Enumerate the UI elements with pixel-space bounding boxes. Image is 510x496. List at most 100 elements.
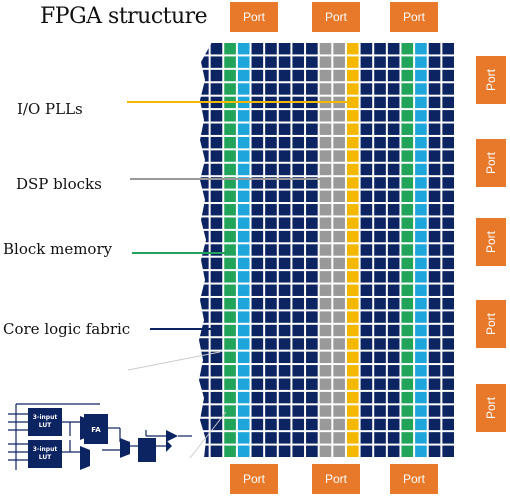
fabric-cell-io-band [237, 110, 250, 122]
label-block-memory: Block memory [3, 240, 113, 258]
fabric-cell-fabric [428, 110, 441, 122]
fabric-cell-block-memory [224, 150, 236, 162]
fabric-cell-fabric [360, 445, 373, 457]
fabric-cell-fabric [387, 136, 400, 149]
fabric-cell-fabric [199, 163, 209, 176]
fabric-cell-block-memory [401, 177, 414, 189]
fabric-cell-fabric [265, 163, 277, 176]
fabric-cell-fabric [278, 445, 291, 457]
fabric-cell-dsp [333, 432, 345, 444]
fabric-cell-fabric [374, 405, 386, 417]
fabric-cell-fabric [428, 244, 441, 256]
fabric-cell-fabric [306, 351, 318, 364]
fabric-cell-fabric [265, 311, 277, 323]
fabric-cell-fabric [360, 418, 373, 431]
fabric-cell-block-memory [401, 432, 414, 444]
fabric-cell-block-memory [224, 244, 236, 256]
fabric-cell-io-band [415, 96, 427, 109]
fabric-cell-io-band [415, 56, 427, 68]
fabric-cell-io-band [415, 257, 427, 270]
fabric-cell-block-memory [224, 378, 236, 390]
fabric-cell-fabric [428, 69, 441, 82]
fabric-cell-block-memory [224, 405, 236, 417]
fabric-cell-fabric [360, 365, 373, 377]
fabric-cell-fabric [251, 324, 264, 337]
fabric-cell-fabric [251, 391, 264, 404]
fabric-cell-fabric [442, 177, 454, 189]
fabric-cell-fabric [199, 56, 209, 68]
fabric-cell-fabric [251, 445, 264, 457]
fabric-cell-fabric [442, 297, 454, 310]
fabric-cell-fabric [306, 418, 318, 431]
fabric-cell-fabric [374, 257, 386, 270]
fabric-cell-fabric [387, 96, 400, 109]
fabric-cell-dsp [319, 378, 332, 390]
fabric-cell-fabric [428, 43, 441, 55]
fabric-cell-dsp [319, 351, 332, 364]
fabric-cell-io-band [415, 311, 427, 323]
fabric-cell-fabric [278, 284, 291, 296]
fabric-cell-fabric [199, 43, 209, 55]
fabric-cell-dsp [333, 190, 345, 203]
fabric-cell-fabric [251, 244, 264, 256]
fabric-cell-fabric [374, 324, 386, 337]
fabric-cell-fabric [251, 257, 264, 270]
fabric-cell-dsp [333, 110, 345, 122]
fabric-cell-block-memory [224, 43, 236, 55]
fabric-cell-io-band [415, 445, 427, 457]
fabric-cell-fabric [387, 324, 400, 337]
fabric-cell-block-memory [224, 418, 236, 431]
fabric-cell-pll [346, 432, 359, 444]
fabric-cell-block-memory [224, 391, 236, 404]
fabric-cell-fabric [199, 351, 209, 364]
fabric-cell-fabric [360, 190, 373, 203]
fabric-cell-fabric [387, 365, 400, 377]
fabric-cell-fabric [360, 56, 373, 68]
port-right-2: Port [476, 139, 506, 187]
fabric-cell-fabric [428, 230, 441, 243]
fabric-cell-io-band [415, 405, 427, 417]
fabric-cell-fabric [278, 136, 291, 149]
fabric-cell-fabric [306, 365, 318, 377]
fabric-cell-io-band [415, 338, 427, 350]
fabric-cell-dsp [333, 123, 345, 135]
fabric-cell-fabric [251, 110, 264, 122]
fabric-cell-pll [346, 69, 359, 82]
fabric-cell-fabric [199, 204, 209, 216]
fabric-cell-dsp [319, 338, 332, 350]
fabric-cell-fabric [265, 230, 277, 243]
fabric-cell-fabric [306, 257, 318, 270]
fabric-cell-fabric [442, 257, 454, 270]
fabric-cell-fabric [278, 217, 291, 229]
fabric-cell-fabric [199, 110, 209, 122]
fabric-cell-fabric [199, 324, 209, 337]
fabric-cell-fabric [306, 204, 318, 216]
fabric-cell-fabric [278, 163, 291, 176]
fabric-cell-fabric [251, 177, 264, 189]
fabric-cell-io-band [237, 432, 250, 444]
fabric-cell-fabric [442, 83, 454, 95]
fabric-cell-pll [346, 324, 359, 337]
label-core-logic-fabric: Core logic fabric [3, 320, 131, 338]
fabric-cell-fabric [210, 83, 223, 95]
fabric-cell-fabric [292, 311, 305, 323]
fabric-cell-fabric [374, 391, 386, 404]
fabric-cell-fabric [387, 351, 400, 364]
fabric-cell-block-memory [401, 338, 414, 350]
fabric-cell-io-band [237, 204, 250, 216]
fabric-cell-dsp [333, 163, 345, 176]
fabric-cell-block-memory [401, 445, 414, 457]
fabric-cell-dsp [333, 418, 345, 431]
fabric-cell-pll [346, 83, 359, 95]
fabric-cell-fabric [442, 418, 454, 431]
fabric-cell-fabric [292, 217, 305, 229]
fabric-cell-dsp [333, 378, 345, 390]
fabric-cell-fabric [360, 271, 373, 283]
fabric-cell-io-band [415, 69, 427, 82]
port-top-2: Port [312, 2, 360, 32]
fabric-cell-fabric [210, 69, 223, 82]
fabric-cell-fabric [251, 418, 264, 431]
fabric-cell-block-memory [401, 204, 414, 216]
fabric-cell-fabric [442, 445, 454, 457]
fabric-cell-pll [346, 110, 359, 122]
